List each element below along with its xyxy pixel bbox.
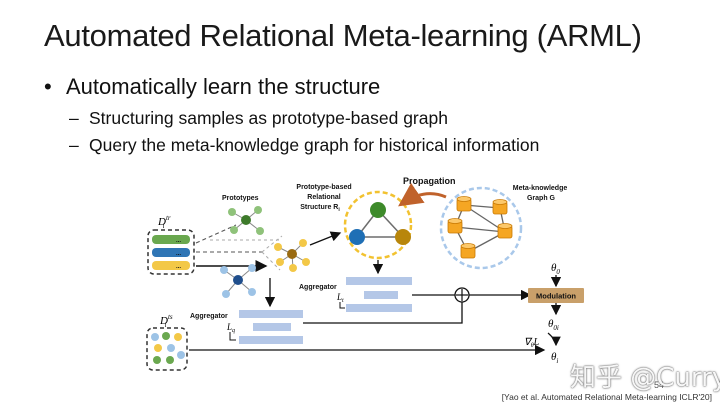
prototype-graph <box>343 190 413 260</box>
green-prototype-cluster <box>228 206 264 235</box>
divider-3 <box>261 251 281 271</box>
ellipsis-2: ... <box>176 251 181 257</box>
top-aggregator-loss: Lt <box>336 292 344 304</box>
top-aggregator <box>346 277 412 312</box>
arrow-to-structure <box>309 231 342 246</box>
meta-knowledge-graph <box>439 186 523 270</box>
ellipsis-3: ... <box>176 264 181 270</box>
bottom-aggregator-loss: Lq <box>226 322 235 334</box>
theta-i: θi <box>551 351 558 365</box>
propagation-label: Propagation <box>403 176 456 186</box>
bottom-loss-bracket <box>229 332 236 341</box>
bullet-main: • Automatically learn the structure <box>44 74 380 100</box>
theta-0: θ0 <box>551 262 560 276</box>
proto-structure-label: Prototype-based Relational Structure Ri <box>296 184 353 213</box>
prototypes-label: Prototypes <box>222 195 259 202</box>
divider-2 <box>261 235 283 253</box>
modulation-box <box>528 288 584 303</box>
subbullet-marker-1: – <box>69 108 79 128</box>
gradient-label: ∇θL <box>524 337 540 349</box>
bottom-aggregator-to-plus <box>303 302 463 324</box>
blue-prototype-cluster <box>220 264 256 298</box>
citation: [Yao et al. Automated Relational Meta-le… <box>501 392 712 402</box>
subbullet-2: –Query the meta-knowledge graph for hist… <box>69 135 539 156</box>
page-number: 54 <box>654 380 665 390</box>
yellow-prototype-cluster <box>274 239 310 272</box>
subbullet-marker-2: – <box>69 135 79 155</box>
dashed-arrow-1 <box>195 224 237 244</box>
modulation-label: Modulation <box>536 292 576 301</box>
ellipsis-1: ... <box>176 238 181 244</box>
bullet-marker: • <box>44 74 52 99</box>
bottom-aggregator-label: Aggregator <box>190 313 228 320</box>
subbullet-1: –Structuring samples as prototype-based … <box>69 108 448 129</box>
theta-0i: θ0i <box>548 318 559 332</box>
top-loss-bracket <box>339 302 345 309</box>
subbullet-text-2: Query the meta-knowledge graph for histo… <box>89 135 540 155</box>
subbullet-text-1: Structuring samples as prototype-based g… <box>89 108 448 128</box>
top-aggregator-label: Aggregator <box>299 284 337 291</box>
bottom-aggregator <box>239 310 303 344</box>
query-set-box <box>146 327 188 371</box>
meta-graph-label: Meta-knowledge Graph G <box>513 185 569 202</box>
support-set-box: ... ... ... <box>147 229 195 275</box>
watermark: 知乎 @Curry <box>570 363 720 393</box>
gradient-arrow <box>547 332 561 347</box>
sum-node <box>454 287 470 303</box>
bullet-text: Automatically learn the structure <box>66 74 381 99</box>
propagation-arrow <box>398 182 447 207</box>
slide-title: Automated Relational Meta-learning (ARML… <box>44 18 642 53</box>
